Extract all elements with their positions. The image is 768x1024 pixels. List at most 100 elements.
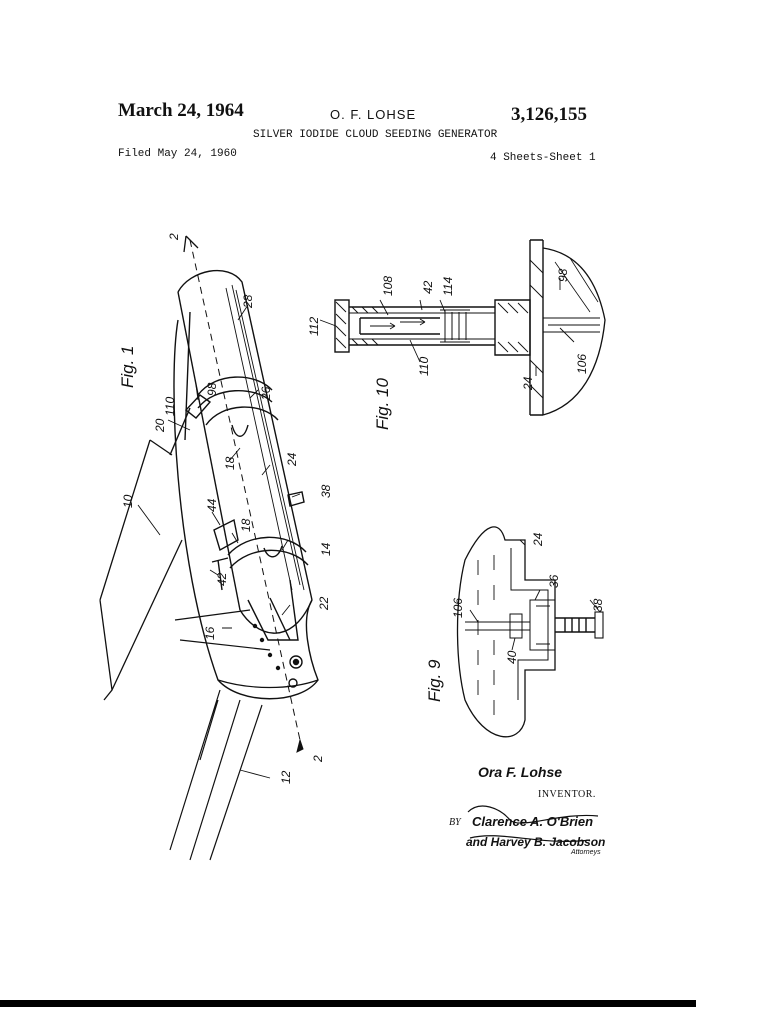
fig10-flow-arrows — [370, 318, 426, 330]
bottom-border-bar — [0, 1000, 696, 1007]
fig1-labels: Fig. 1 2 28 26 98 110 20 18 24 38 10 44 … — [118, 233, 333, 784]
fig9-nut — [594, 611, 604, 639]
fig1-ref: 2 — [311, 755, 325, 763]
patent-title: SILVER IODIDE CLOUD SEEDING GENERATOR — [253, 129, 498, 141]
fig10-ref: 110 — [417, 357, 431, 376]
fig9-pipe — [465, 621, 530, 631]
fig1-band-1 — [197, 376, 273, 409]
fig1-ref: 18 — [223, 456, 237, 470]
inventor-name: O. F. LOHSE — [330, 107, 417, 122]
fig1-wing — [99, 439, 183, 701]
fig9-labels: Fig. 9 24 36 106 38 40 — [425, 532, 605, 702]
fig1-ref: 44 — [205, 498, 219, 512]
fig1-plug-38 — [287, 491, 305, 507]
fig10-drawing — [319, 239, 606, 416]
fig1-ref: 38 — [319, 484, 333, 498]
by-label: BY — [449, 817, 461, 828]
fig10-leaders — [319, 278, 575, 376]
attorney-signature-flourish — [467, 805, 599, 842]
fig1-ref: 110 — [163, 397, 177, 416]
fig9-wall-inner — [510, 548, 549, 700]
sheet-count: 4 Sheets-Sheet 1 — [490, 152, 596, 164]
fig10-ref: 42 — [421, 280, 435, 294]
fig9-liquid — [477, 555, 495, 715]
attorney-signature-line1: Clarence A. O'Brien — [472, 814, 593, 829]
fig10-ref: 106 — [575, 354, 589, 374]
fig9-label: Fig. 9 — [425, 659, 444, 702]
fig1-fitting-98 — [169, 394, 212, 456]
fig10-wall — [529, 239, 544, 416]
fig9-fitting — [529, 599, 556, 651]
fig10-ref: 98 — [556, 268, 570, 282]
fig1-clamp-18 — [231, 424, 249, 437]
fig1-nozzle-inner — [292, 658, 300, 666]
fig1-ref: 42 — [215, 572, 229, 586]
fig1-housing-front — [217, 679, 319, 689]
fig1-drawing — [99, 235, 319, 861]
fig9-ref: 36 — [547, 574, 561, 588]
fig10-tank — [542, 247, 606, 416]
fig10-coupling — [440, 309, 470, 343]
fig10-ref: 112 — [307, 317, 321, 336]
filed-date: Filed May 24, 1960 — [118, 148, 237, 160]
inventor-signature: Ora F. Lohse — [478, 764, 563, 780]
fig1-ref: 18 — [239, 518, 253, 532]
patent-date: March 24, 1964 — [118, 100, 244, 121]
fig1-cone — [247, 579, 299, 641]
fig1-fitting-42 — [211, 557, 229, 591]
fig1-ref: 24 — [285, 452, 299, 467]
fig1-front-hole — [288, 678, 298, 688]
fig1-ref: 2 — [167, 233, 181, 241]
fig1-housing — [173, 311, 319, 700]
fig9-ref: 106 — [451, 598, 465, 618]
fig10-label: Fig. 10 — [373, 377, 392, 430]
fig1-label: Fig. 1 — [118, 345, 137, 388]
fig9-rod — [555, 617, 595, 633]
fig1-ref: 22 — [317, 596, 331, 611]
fig10-inner-tube — [359, 317, 440, 335]
fig10-labels: Fig. 10 108 42 114 98 112 110 24 106 — [307, 268, 589, 430]
fig10-tube-inner — [349, 312, 495, 340]
fig1-nozzle — [289, 655, 303, 669]
fig10-tank-fill — [554, 257, 599, 313]
fig10-ref: 24 — [521, 376, 535, 391]
fig1-tube-shading — [225, 284, 305, 591]
fig10-ref: 108 — [381, 276, 395, 296]
fig1-tube-nose — [239, 599, 313, 634]
fig10-ref: 114 — [441, 277, 455, 296]
fig1-band-3 — [227, 536, 309, 569]
fig1-ref: 14 — [319, 542, 333, 556]
fig10-wall-hatch — [335, 301, 379, 349]
fig1-ref: 12 — [279, 770, 293, 784]
fig1-box-44 — [213, 518, 239, 552]
fig1-clamp-18b — [263, 545, 283, 558]
fig1-ref: 20 — [153, 418, 167, 433]
fig1-ref: 26 — [259, 386, 273, 401]
fig9-ref: 38 — [591, 598, 605, 612]
fig10-wall-hatch2 — [529, 259, 544, 399]
fig9-ref: 40 — [505, 650, 519, 664]
fig1-ref: 98 — [205, 382, 219, 396]
fig10-pipe — [543, 317, 600, 333]
patent-number: 3,126,155 — [511, 104, 587, 125]
fig1-section-arrow-bottom — [296, 738, 304, 753]
fig9-drawing — [456, 526, 604, 738]
inventor-label: INVENTOR. — [538, 789, 596, 800]
fig1-section-arrow-top — [183, 235, 199, 253]
fig1-ref: 16 — [203, 626, 217, 640]
attorneys-label: Attorneys — [570, 849, 601, 856]
fig1-strut — [169, 609, 271, 861]
attorney-signature: Clarence A. O'Brien and Harvey B. Jacobs… — [466, 814, 605, 856]
fig1-tube-top-edge — [177, 269, 313, 601]
fig1-ref: 10 — [121, 494, 135, 508]
fig9-plug — [509, 613, 523, 639]
fig10-fitting-hatch — [497, 302, 529, 353]
fig10-tube-outer — [349, 306, 495, 346]
fig1-leaders — [137, 304, 301, 779]
fig9-leaders — [469, 539, 601, 651]
fig1-ref: 28 — [241, 294, 255, 309]
fig9-tank — [456, 526, 556, 738]
fig1-band-2 — [205, 406, 279, 426]
fig1-tube-bottom-edge — [177, 291, 241, 611]
